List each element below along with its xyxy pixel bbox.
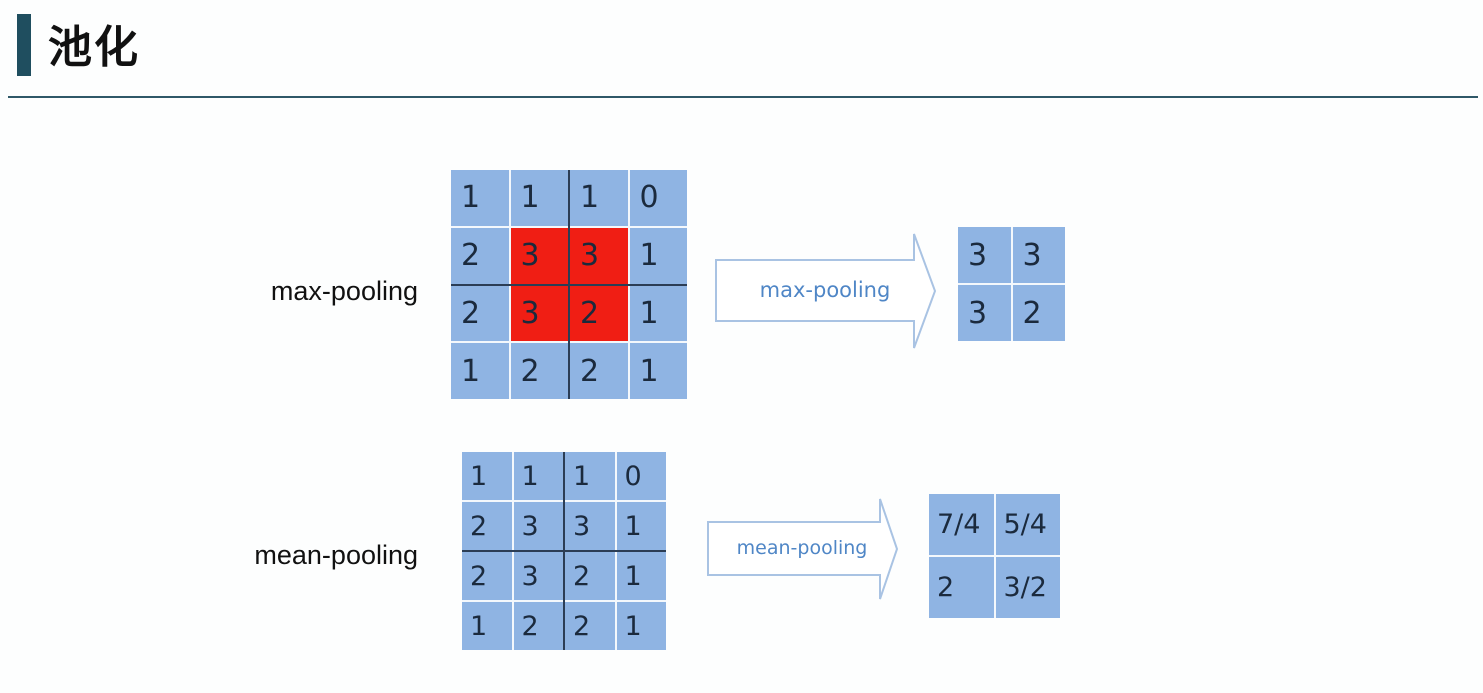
output-cell: 3	[1012, 227, 1065, 283]
input-cell: 3	[510, 227, 568, 284]
output-cell: 2	[1012, 285, 1065, 341]
input-cell: 1	[462, 602, 512, 650]
mean-pooling-label: mean-pooling	[254, 540, 418, 570]
page-title: 池化	[48, 22, 140, 73]
output-cell: 2	[929, 557, 994, 618]
title-accent-bar	[17, 14, 31, 76]
mean-pooling-arrow	[707, 498, 899, 600]
output-cell: 3/2	[995, 557, 1060, 618]
input-cell: 1	[565, 452, 615, 500]
input-cell: 3	[510, 285, 568, 342]
input-cell: 0	[616, 452, 666, 500]
input-cell: 2	[565, 602, 615, 650]
input-cell: 3	[565, 502, 615, 550]
input-cell: 0	[629, 170, 687, 226]
mean-pooling-arrow-label: mean-pooling	[736, 537, 868, 559]
input-cell: 2	[462, 552, 512, 600]
input-cell: 1	[616, 502, 666, 550]
input-cell: 1	[616, 552, 666, 600]
input-cell: 2	[570, 343, 628, 399]
max-pooling-arrow	[715, 233, 937, 349]
input-cell: 1	[462, 452, 512, 500]
input-cell: 3	[570, 227, 628, 284]
input-cell: 1	[629, 343, 687, 399]
input-cell: 2	[451, 285, 509, 342]
input-cell: 1	[616, 602, 666, 650]
input-cell: 1	[629, 285, 687, 342]
max-pooling-label: max-pooling	[270, 276, 418, 306]
title-divider	[8, 96, 1478, 98]
input-cell: 1	[629, 227, 687, 284]
input-cell: 3	[513, 502, 563, 550]
output-cell: 3	[958, 285, 1011, 341]
max-pooling-arrow-label: max-pooling	[759, 278, 891, 302]
output-cell: 3	[958, 227, 1011, 283]
input-cell: 2	[513, 602, 563, 650]
input-cell: 2	[462, 502, 512, 550]
input-cell: 1	[510, 170, 568, 226]
output-cell: 7/4	[929, 494, 994, 555]
input-cell: 2	[570, 285, 628, 342]
input-cell: 2	[565, 552, 615, 600]
input-cell: 2	[510, 343, 568, 399]
input-cell: 1	[513, 452, 563, 500]
input-cell: 3	[513, 552, 563, 600]
input-cell: 1	[570, 170, 628, 226]
input-cell: 1	[451, 170, 509, 226]
input-cell: 1	[451, 343, 509, 399]
output-cell: 5/4	[995, 494, 1060, 555]
input-cell: 2	[451, 227, 509, 284]
